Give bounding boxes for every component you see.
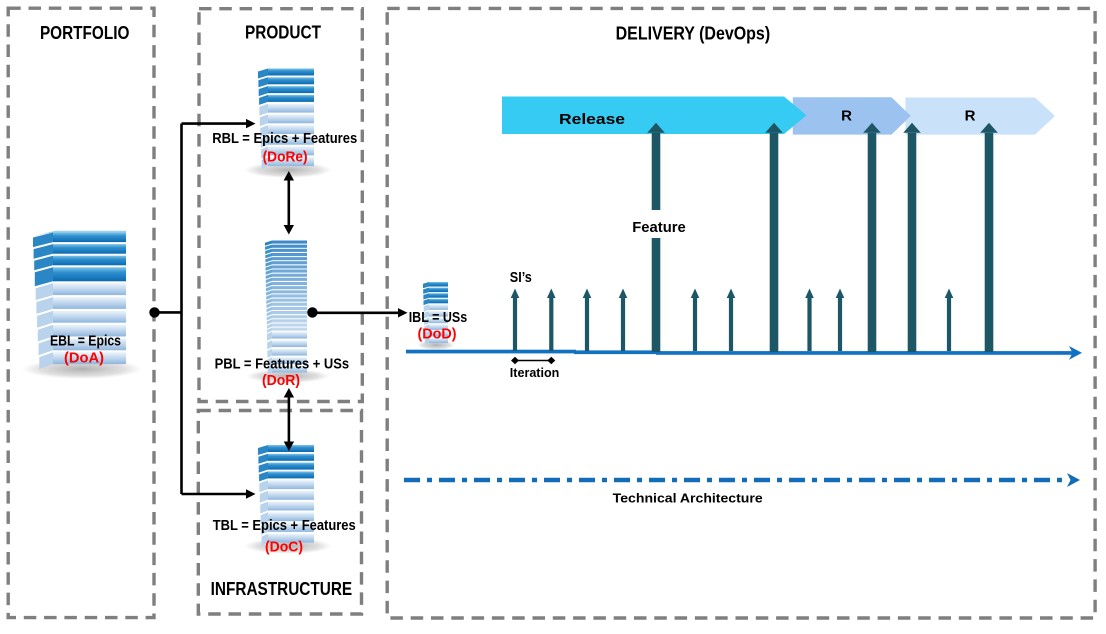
svg-text:EBL = Epics: EBL = Epics — [50, 333, 121, 350]
svg-text:(DoR): (DoR) — [262, 372, 300, 389]
svg-text:PBL = Features + USs: PBL = Features + USs — [215, 355, 350, 372]
svg-text:(DoC): (DoC) — [265, 539, 303, 556]
svg-text:(DoA): (DoA) — [64, 350, 104, 367]
svg-text:PRODUCT: PRODUCT — [245, 23, 321, 43]
svg-text:(DoRe): (DoRe) — [263, 149, 308, 166]
svg-text:Feature: Feature — [632, 219, 686, 236]
svg-text:R: R — [841, 107, 852, 124]
svg-text:Technical Architecture: Technical Architecture — [613, 492, 763, 506]
svg-text:IBL = USs: IBL = USs — [409, 309, 468, 326]
svg-text:R: R — [965, 107, 976, 124]
svg-text:PORTFOLIO: PORTFOLIO — [40, 23, 130, 43]
svg-text:Release: Release — [559, 111, 625, 128]
svg-text:TBL = Epics + Features: TBL = Epics + Features — [213, 517, 356, 534]
svg-text:(DoD): (DoD) — [418, 326, 457, 343]
svg-text:SI’s: SI’s — [510, 269, 532, 286]
svg-text:DELIVERY (DevOps): DELIVERY (DevOps) — [616, 24, 771, 44]
svg-text:RBL = Epics + Features: RBL = Epics + Features — [212, 130, 357, 147]
svg-text:Iteration: Iteration — [510, 366, 560, 380]
svg-text:INFRASTRUCTURE: INFRASTRUCTURE — [211, 579, 353, 599]
